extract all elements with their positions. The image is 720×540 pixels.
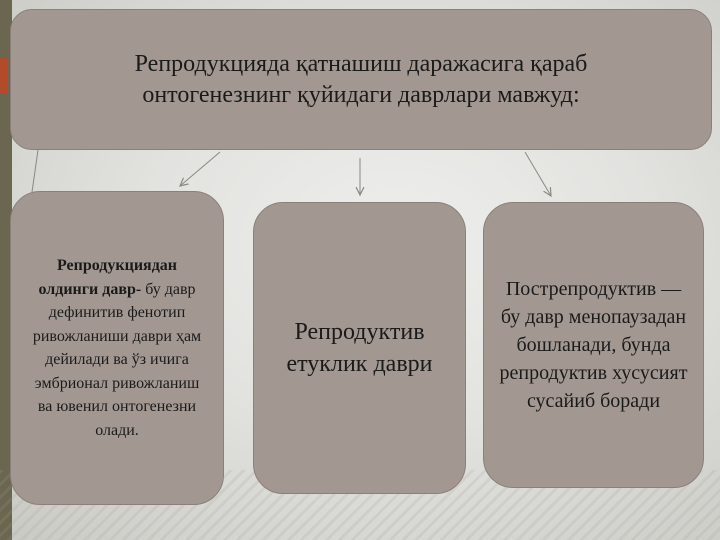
prereproductive-period-description: бу давр дефинитив фенотип ривожланиши да… bbox=[32, 280, 202, 439]
reproductive-maturity-text: Репродуктив етуклик даври bbox=[286, 319, 433, 377]
postreproductive-period-text: Пострепродуктив — бу давр менопаузадан б… bbox=[499, 278, 688, 412]
reproductive-maturity-box: Репродуктив етуклик даври bbox=[253, 202, 466, 494]
left-accent-mark bbox=[0, 58, 8, 94]
left-decorative-strip bbox=[0, 0, 12, 540]
left-connector-line bbox=[31, 149, 39, 193]
heading-line-2: онтогенезнинг қуйидаги даврлари мавжуд: bbox=[142, 81, 580, 108]
arrow-to-left-box bbox=[180, 151, 221, 186]
heading-text: Репродукцияда қатнашиш даражасига қараб … bbox=[135, 49, 588, 111]
prereproductive-period-title: Репродукциядан олдинги давр- bbox=[38, 257, 178, 298]
heading-line-1: Репродукцияда қатнашиш даражасига қараб bbox=[134, 50, 588, 77]
prereproductive-period-text: Репродукциядан олдинги давр- бу давр деф… bbox=[27, 254, 207, 442]
heading-box: Репродукцияда қатнашиш даражасига қараб … bbox=[10, 9, 712, 150]
arrow-to-right-box bbox=[524, 151, 551, 196]
prereproductive-period-box: Репродукциядан олдинги давр- бу давр деф… bbox=[10, 191, 224, 505]
postreproductive-period-box: Пострепродуктив — бу давр менопаузадан б… bbox=[483, 202, 704, 488]
